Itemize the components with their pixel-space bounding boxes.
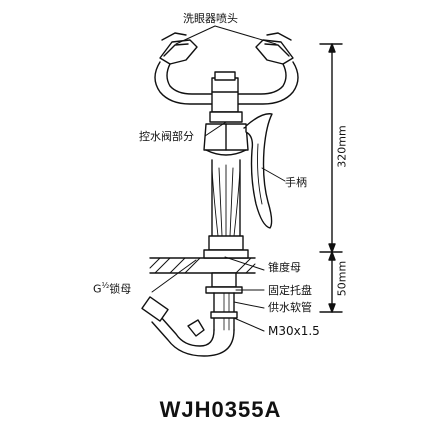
model-number: WJH0355A bbox=[159, 397, 282, 422]
countertop bbox=[149, 257, 256, 274]
under-counter-fittings bbox=[203, 249, 249, 331]
label-eye-nozzle: 洗眼器喷头 bbox=[183, 12, 238, 25]
label-lock-nut: G½锁母 bbox=[93, 280, 131, 296]
vertical-column bbox=[208, 159, 244, 251]
label-taper-nut: 锥度母 bbox=[268, 261, 301, 274]
lock-nut-prefix: G bbox=[93, 282, 102, 296]
dimension-line bbox=[319, 43, 343, 313]
supply-pipe-arms bbox=[154, 61, 299, 105]
label-valve: 控水阀部分 bbox=[139, 130, 194, 143]
valve-body bbox=[203, 111, 267, 156]
leader-lines bbox=[151, 25, 286, 332]
lock-nut-fraction: ½ bbox=[101, 281, 110, 290]
supply-hose bbox=[141, 296, 235, 357]
right-spray-head bbox=[255, 32, 294, 65]
label-supply-hose: 供水软管 bbox=[268, 301, 312, 314]
dimension-320: 320mm bbox=[335, 125, 349, 168]
left-spray-head bbox=[159, 32, 198, 65]
center-tee bbox=[211, 71, 239, 113]
label-fixed-tray: 固定托盘 bbox=[268, 284, 312, 297]
handle-lever bbox=[245, 113, 273, 229]
dimension-50: 50mm bbox=[335, 260, 349, 297]
label-thread: M30x1.5 bbox=[268, 324, 320, 338]
lock-nut-text: 锁母 bbox=[109, 282, 132, 296]
label-handle: 手柄 bbox=[285, 176, 307, 189]
